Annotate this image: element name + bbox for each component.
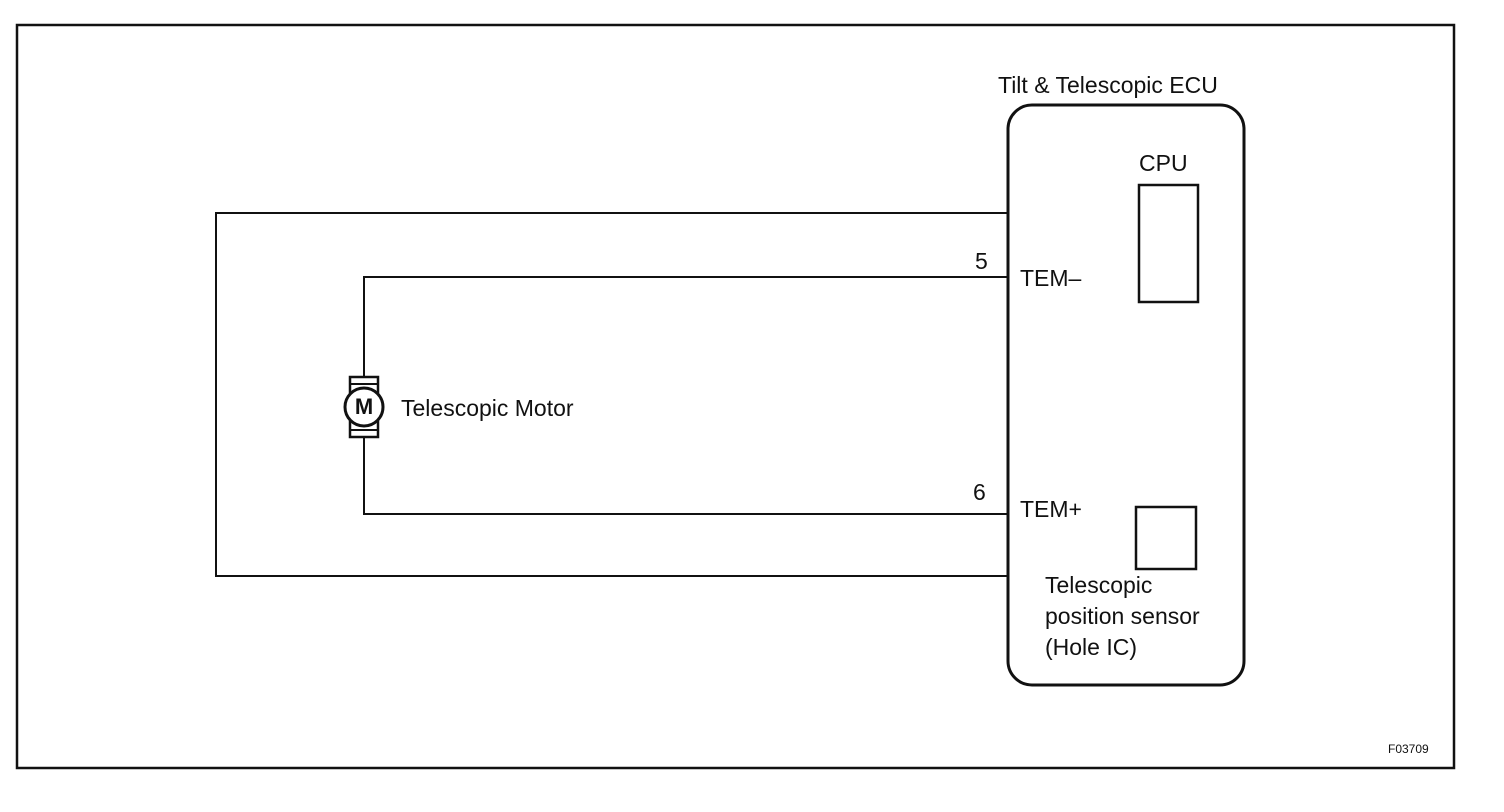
motor-symbol-letter: M [354, 394, 374, 419]
cpu-box [1137, 183, 1200, 304]
outer-loop-wire [215, 212, 1008, 577]
wire-tem-plus [363, 437, 1008, 515]
wire-tem-minus [363, 276, 1008, 377]
position-sensor-label-line-2: position sensor [1045, 603, 1200, 629]
terminal-name-tem-plus: TEM+ [1020, 496, 1082, 522]
position-sensor-label: Telescopic position sensor (Hole IC) [1045, 570, 1200, 663]
ecu-box [1006, 103, 1246, 687]
ecu-title: Tilt & Telescopic ECU [998, 72, 1218, 98]
terminal-name-tem-minus: TEM– [1020, 265, 1082, 291]
motor-symbol-icon [343, 375, 385, 439]
motor-label: Telescopic Motor [401, 395, 574, 421]
pin-number-6: 6 [973, 479, 986, 505]
position-sensor-box [1134, 505, 1198, 571]
position-sensor-label-line-1: Telescopic [1045, 572, 1153, 598]
figure-code: F03709 [1388, 742, 1429, 756]
pin-number-5: 5 [975, 248, 988, 274]
position-sensor-label-line-3: (Hole IC) [1045, 634, 1138, 660]
diagram-frame [15, 23, 1456, 770]
cpu-label: CPU [1139, 150, 1188, 176]
